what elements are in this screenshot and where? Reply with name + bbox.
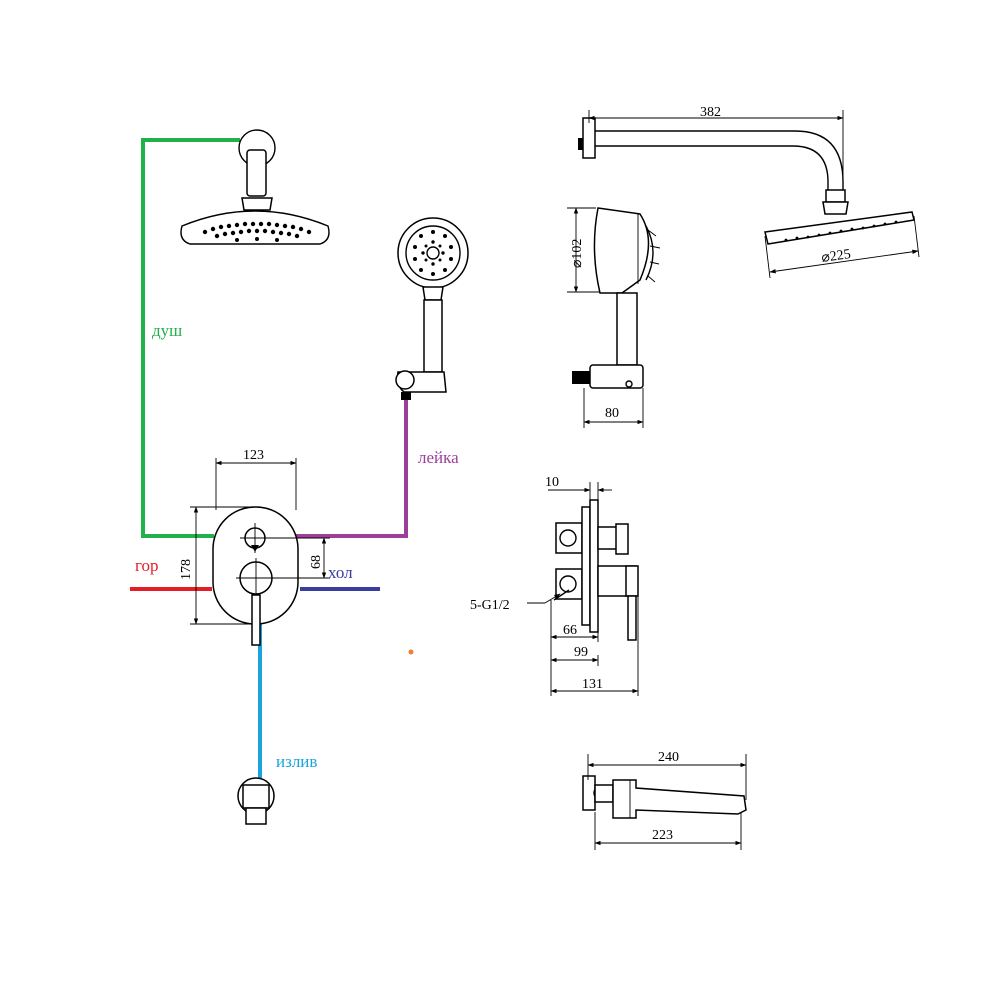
shower-arm-side — [578, 110, 920, 279]
spout-side — [582, 754, 747, 850]
dim-depth-99: 99 — [574, 645, 588, 660]
dim-mixer-width: 123 — [243, 448, 264, 463]
label-cold: хол — [328, 563, 353, 582]
shower-head-nozzles — [202, 221, 312, 242]
dim-thread: 5-G1/2 — [470, 598, 510, 613]
hand-shower-side — [567, 207, 661, 428]
mixer-side — [527, 482, 639, 696]
mixer-plate-front — [190, 458, 330, 646]
dim-spout-reach: 223 — [652, 828, 673, 843]
dim-handle-spacing: 68 — [309, 555, 324, 569]
dim-depth-66: 66 — [563, 623, 577, 638]
dim-spout-total: 240 — [658, 750, 679, 765]
dim-holder-width: 80 — [605, 406, 619, 421]
dim-hand-diameter: ⌀102 — [570, 239, 585, 268]
label-handheld: лейка — [418, 448, 459, 467]
flow-labels: душ лейка гор хол излив — [135, 321, 459, 771]
dim-mixer-height: 178 — [179, 559, 194, 580]
hand-shower-front — [395, 217, 469, 400]
overhead-shower-front — [180, 129, 330, 245]
label-hot: гор — [135, 556, 159, 575]
diverter-knob — [240, 523, 270, 553]
label-shower: душ — [152, 321, 182, 340]
connection-lines — [130, 138, 414, 778]
lever-handle — [236, 558, 276, 646]
handheld-line — [296, 400, 408, 538]
hose-connector — [401, 392, 411, 400]
dim-depth-131: 131 — [582, 677, 603, 692]
label-spout: излив — [276, 752, 317, 771]
dim-plate-thickness: 10 — [545, 475, 559, 490]
dimension-labels: 123 178 68 382 ⌀225 ⌀102 80 10 5-G1/2 66… — [179, 105, 852, 843]
dim-head-diameter: ⌀225 — [820, 247, 851, 266]
shower-line — [141, 138, 240, 538]
spout-front — [237, 777, 275, 825]
orange-dot — [408, 649, 414, 655]
dim-arm-length: 382 — [700, 105, 721, 120]
